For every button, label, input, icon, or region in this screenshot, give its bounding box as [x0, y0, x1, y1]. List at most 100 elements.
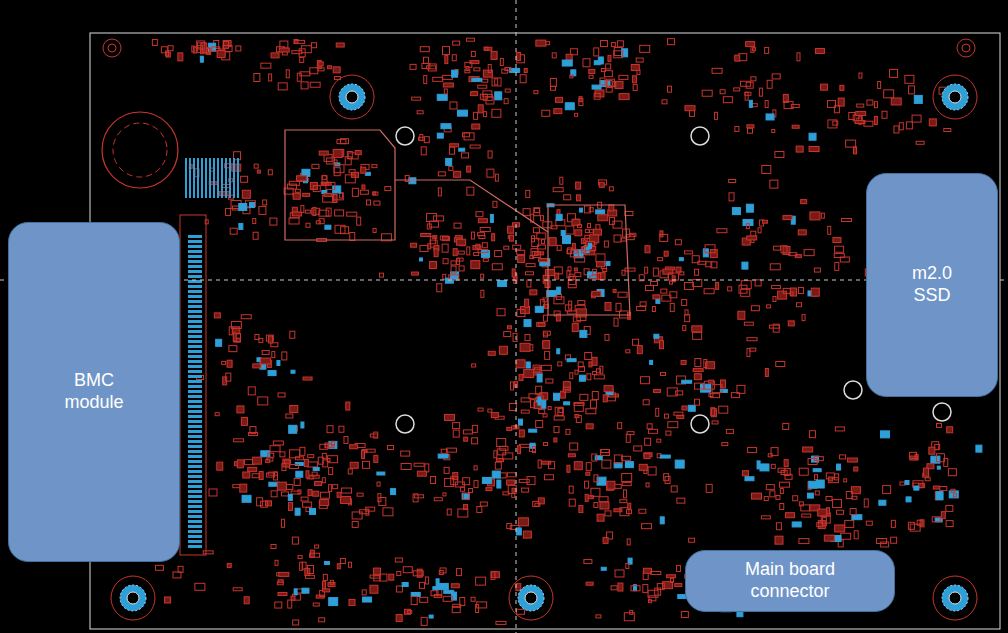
component-pad [517, 310, 525, 317]
component-pad [370, 585, 378, 593]
component-pad [509, 404, 516, 411]
component-pad [731, 393, 739, 398]
component-pad [656, 408, 659, 416]
component-pad [329, 598, 338, 606]
component-pad [526, 190, 530, 197]
component-pad [288, 494, 292, 500]
component-pad [606, 64, 611, 69]
component-pad [362, 590, 366, 595]
component-pad [914, 486, 919, 490]
component-pad [784, 460, 788, 467]
component-pad [350, 462, 358, 468]
component-pad [676, 391, 683, 395]
component-pad [532, 238, 539, 246]
component-pad [683, 326, 686, 331]
component-pad [849, 113, 855, 120]
component-pad [467, 38, 475, 41]
component-pad [411, 243, 417, 247]
component-pad [808, 459, 817, 465]
component-pad [585, 481, 589, 488]
component-pad [279, 48, 289, 52]
component-pad [602, 460, 611, 468]
component-pad [767, 80, 772, 88]
component-pad [809, 431, 815, 438]
component-pad [572, 324, 578, 332]
component-pad [300, 562, 303, 570]
component-pad [937, 423, 942, 427]
component-pad [693, 332, 702, 339]
component-pad [721, 380, 726, 388]
component-pad [706, 484, 712, 492]
component-pad [512, 488, 515, 492]
component-pad [523, 209, 530, 216]
component-pad [437, 133, 443, 138]
component-pad [891, 520, 895, 527]
component-pad [662, 100, 667, 104]
component-pad [495, 92, 502, 100]
component-pad [925, 478, 930, 481]
component-pad [295, 189, 300, 192]
component-pad [192, 46, 195, 52]
pin-pad [188, 530, 202, 533]
component-pad [270, 446, 280, 452]
component-pad [605, 334, 609, 340]
pin-pad [201, 158, 203, 198]
component-pad [446, 158, 452, 165]
component-pad [293, 212, 302, 216]
component-pad [765, 369, 768, 377]
component-pad [747, 125, 754, 128]
component-pad [472, 364, 476, 367]
component-pad [431, 476, 436, 483]
component-pad [948, 469, 956, 476]
component-pad [385, 187, 391, 191]
pin-pad [188, 245, 202, 248]
component-pad [563, 387, 570, 392]
component-pad [492, 264, 502, 270]
component-pad [496, 621, 506, 624]
component-pad [361, 451, 364, 459]
component-pad [433, 587, 441, 590]
component-pad [504, 99, 508, 104]
component-pad [548, 407, 551, 410]
component-pad [818, 509, 827, 516]
component-pad [467, 247, 470, 255]
component-pad [642, 524, 652, 529]
component-pad [374, 201, 380, 205]
component-pad [482, 477, 491, 483]
component-pad [606, 86, 612, 92]
component-pad [578, 301, 585, 305]
component-pad [770, 180, 778, 188]
component-pad [775, 536, 783, 544]
component-pad [541, 240, 544, 244]
component-pad [625, 211, 633, 215]
component-pad [765, 47, 769, 53]
component-pad [254, 74, 260, 82]
component-pad [675, 460, 684, 468]
component-pad [285, 460, 291, 463]
component-pad [350, 445, 358, 449]
pin-pad [188, 250, 202, 253]
component-pad [899, 123, 903, 130]
component-pad [328, 456, 338, 463]
component-pad [201, 43, 207, 51]
component-pad [688, 405, 695, 411]
component-pad [624, 613, 634, 621]
component-pad [594, 61, 600, 65]
component-pad [286, 70, 289, 78]
component-pad [268, 170, 272, 175]
component-pad [312, 472, 317, 476]
component-pad [492, 234, 495, 241]
component-pad [370, 434, 377, 437]
component-pad [535, 503, 540, 506]
component-pad [840, 455, 846, 459]
component-pad [569, 301, 572, 309]
component-pad [289, 425, 297, 433]
component-pad [257, 170, 260, 173]
component-pad [379, 273, 383, 277]
component-pad [303, 377, 312, 380]
component-pad [664, 474, 669, 481]
component-pad [568, 454, 575, 457]
drill-hole [396, 127, 414, 145]
component-pad [178, 53, 183, 61]
component-pad [653, 268, 658, 276]
